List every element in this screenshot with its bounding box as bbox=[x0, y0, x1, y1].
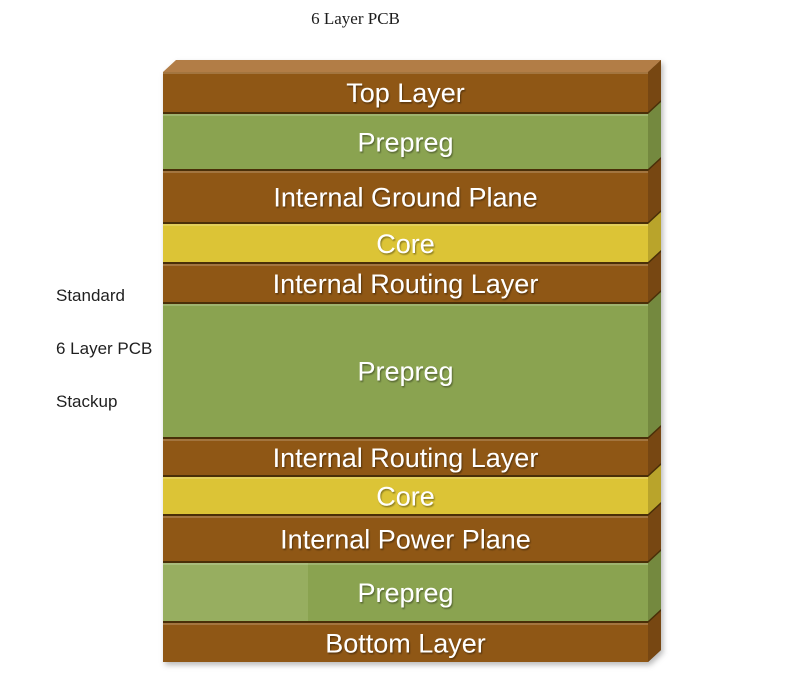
layer-front-light-patch bbox=[163, 563, 308, 621]
layer-label: Internal Power Plane bbox=[280, 525, 531, 555]
layer-front-internal-ground-plane bbox=[163, 171, 648, 222]
diagram-title: 6 Layer PCB bbox=[311, 9, 400, 28]
layer-side-bottom-layer bbox=[648, 611, 661, 662]
layer-top-highlight bbox=[163, 477, 648, 479]
layer-side-core bbox=[648, 212, 661, 262]
layer-top-highlight bbox=[163, 563, 648, 565]
layer-side-top-layer bbox=[648, 60, 661, 112]
layer-front-top-layer bbox=[163, 72, 648, 112]
layer-top-highlight bbox=[163, 439, 648, 441]
layer-label: Prepreg bbox=[357, 128, 453, 158]
layer-top-highlight bbox=[163, 171, 648, 173]
layer-side-internal-power-plane bbox=[648, 504, 661, 561]
layer-side-internal-ground-plane bbox=[648, 159, 661, 222]
layer-front-core bbox=[163, 224, 648, 262]
side-caption-line: Standard bbox=[56, 286, 125, 305]
side-caption-line: Stackup bbox=[56, 392, 118, 411]
layer-top-highlight bbox=[163, 114, 648, 116]
layer-label: Prepreg bbox=[357, 357, 453, 387]
layer-top-highlight bbox=[163, 516, 648, 518]
layer-top-highlight bbox=[163, 304, 648, 306]
layer-label: Internal Routing Layer bbox=[273, 443, 539, 473]
side-caption: Standard 6 Layer PCB Stackup bbox=[56, 286, 152, 445]
layer-front-prepreg bbox=[163, 114, 648, 169]
layer-top-highlight bbox=[163, 224, 648, 226]
layer-top-highlight bbox=[163, 72, 648, 74]
layer-front-internal-routing-layer bbox=[163, 264, 648, 302]
layer-top-highlight bbox=[163, 623, 648, 625]
layer-side-internal-routing-layer bbox=[648, 427, 661, 475]
side-caption-line: 6 Layer PCB bbox=[56, 339, 153, 358]
layer-label: Internal Routing Layer bbox=[273, 269, 539, 299]
layer-side-prepreg bbox=[648, 292, 661, 437]
layer-side-prepreg bbox=[648, 551, 661, 621]
layer-side-prepreg bbox=[648, 102, 661, 169]
layer-front-prepreg bbox=[163, 304, 648, 437]
layer-front-core bbox=[163, 477, 648, 514]
layer-label: Internal Ground Plane bbox=[273, 183, 537, 213]
layer-label: Prepreg bbox=[357, 578, 453, 608]
layer-front-internal-routing-layer bbox=[163, 439, 648, 475]
stack-top-face bbox=[163, 60, 661, 72]
layer-front-internal-power-plane bbox=[163, 516, 648, 561]
layer-label: Core bbox=[376, 482, 435, 512]
layer-label: Top Layer bbox=[346, 78, 465, 108]
layer-label: Bottom Layer bbox=[325, 629, 486, 659]
layer-side-internal-routing-layer bbox=[648, 252, 661, 302]
layer-front-bottom-layer bbox=[163, 623, 648, 662]
layer-side-core bbox=[648, 465, 661, 514]
layer-label: Core bbox=[376, 229, 435, 259]
layer-top-highlight bbox=[163, 264, 648, 266]
